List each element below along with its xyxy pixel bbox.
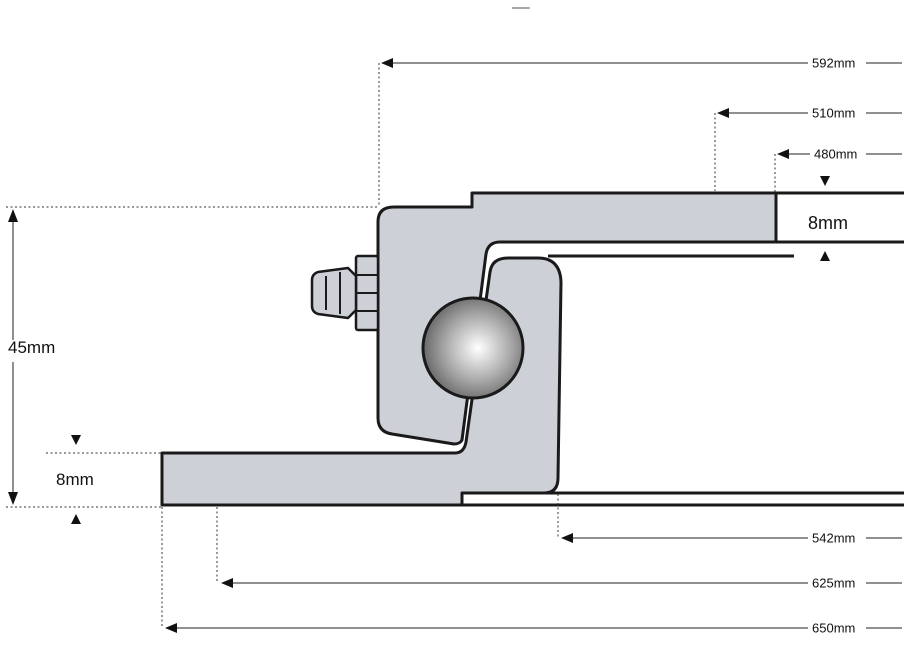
dim-542-label: 542mm bbox=[812, 531, 855, 546]
dim-8mm-bottom: 8mm bbox=[46, 435, 162, 524]
grease-nipple-icon bbox=[310, 254, 380, 332]
dim-8mm-bottom-label: 8mm bbox=[56, 470, 94, 489]
dim-625-label: 625mm bbox=[812, 576, 855, 591]
dim-625: 625mm bbox=[216, 507, 902, 591]
dim-8mm-top: 8mm bbox=[808, 176, 848, 261]
dim-480: 480mm bbox=[774, 147, 902, 193]
dim-8mm-top-label: 8mm bbox=[808, 213, 848, 233]
dim-650-label: 650mm bbox=[812, 621, 855, 636]
dim-45-label: 45mm bbox=[8, 338, 55, 357]
dim-542: 542mm bbox=[557, 494, 902, 546]
dim-45-height: 45mm bbox=[6, 206, 378, 508]
dim-510-label: 510mm bbox=[812, 106, 855, 121]
dim-480-label: 480mm bbox=[814, 147, 857, 162]
dim-510: 510mm bbox=[714, 106, 902, 191]
dim-650: 650mm bbox=[161, 507, 902, 636]
dim-592-label: 592mm bbox=[812, 56, 855, 71]
ball-bearing-icon bbox=[421, 296, 525, 400]
outer-ring bbox=[376, 191, 778, 446]
dim-592: 592mm bbox=[378, 56, 902, 205]
